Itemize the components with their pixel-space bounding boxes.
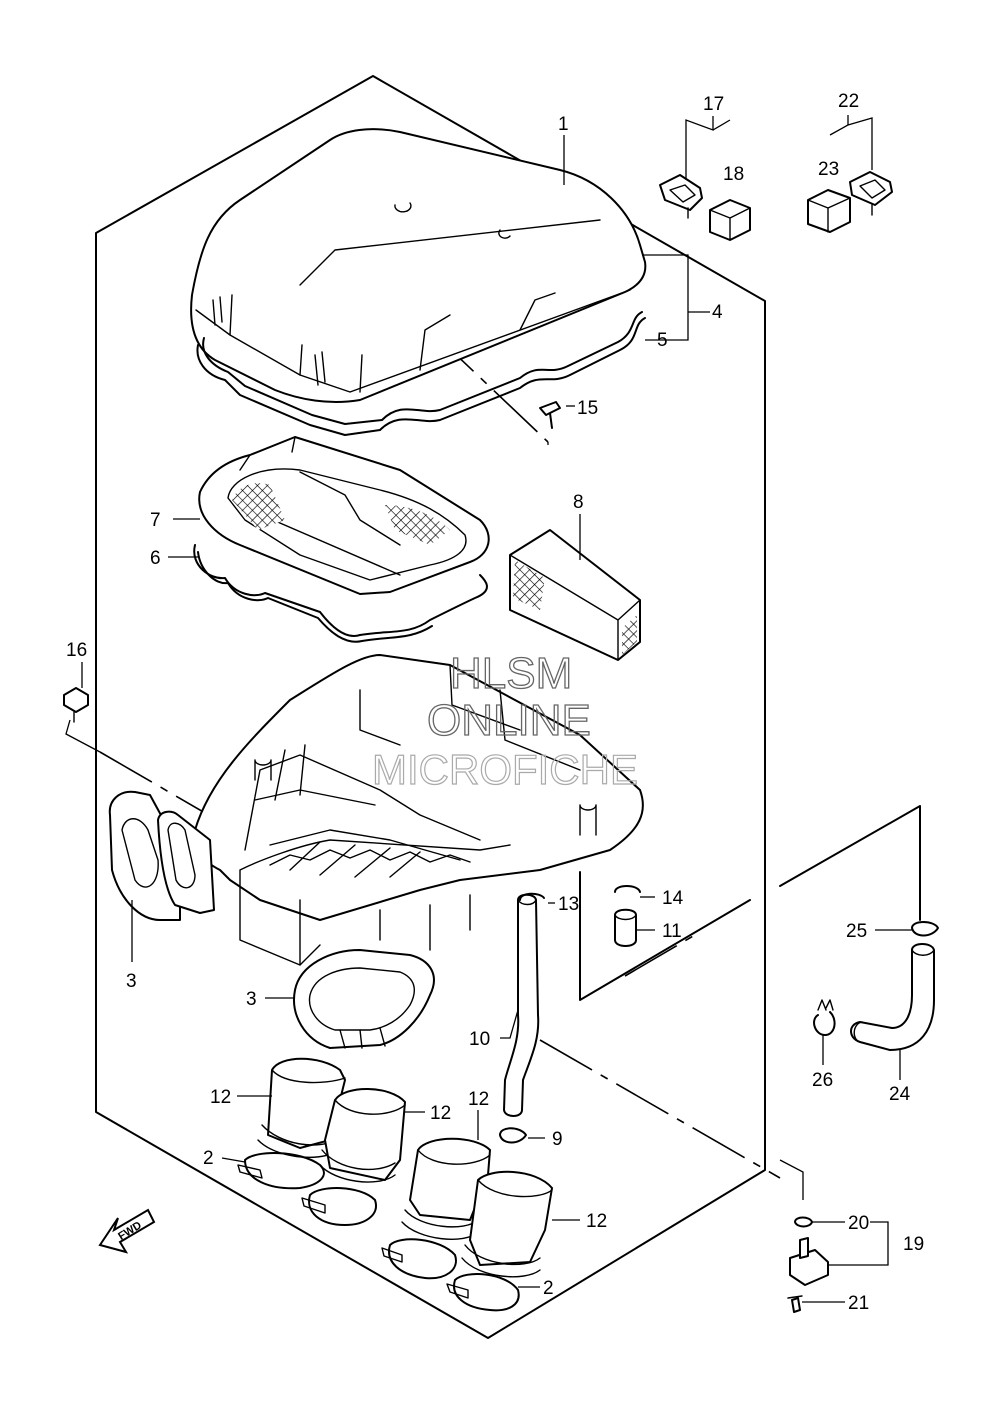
part-26-label: 26 (812, 1070, 833, 1091)
hose-clamps (237, 1152, 520, 1312)
connectors (659, 171, 893, 241)
part-1-label: 1 (558, 114, 569, 135)
part-2b-label: 2 (543, 1278, 554, 1299)
part-10-label: 10 (469, 1029, 490, 1050)
part-9-label: 9 (552, 1129, 563, 1150)
part-12d-label: 12 (586, 1211, 607, 1232)
small-clips (499, 885, 939, 1144)
part-7-label: 7 (150, 510, 161, 531)
air-cleaner-case (193, 654, 644, 966)
part-12a-label: 12 (210, 1087, 231, 1108)
part-4-label: 4 (712, 302, 723, 323)
part-14-label: 14 (662, 888, 684, 909)
part-13-label: 13 (558, 894, 579, 915)
part-6-label: 6 (150, 548, 161, 569)
fwd-arrow-icon: FWD (98, 1208, 156, 1254)
filter-block (509, 529, 641, 661)
part-5-label: 5 (657, 330, 668, 351)
intake-duct-bottom (293, 949, 435, 1049)
part-8-label: 8 (573, 492, 584, 513)
watermark-line-2: ONLINE (427, 696, 591, 745)
watermark: HLSM ONLINE MICROFICHE (371, 648, 638, 793)
part-21-label: 21 (848, 1293, 869, 1314)
drain-hose (503, 893, 540, 1117)
part-19-label: 19 (903, 1234, 924, 1255)
air-cleaner-cap (190, 128, 647, 403)
part-24-label: 24 (889, 1084, 911, 1105)
part-20-label: 20 (848, 1213, 869, 1234)
part-23-label: 23 (818, 159, 839, 180)
part-number-labels: 1 17 18 22 23 4 5 15 8 7 6 16 13 14 11 2… (66, 91, 924, 1314)
part-3b-label: 3 (246, 989, 257, 1010)
part-18-label: 18 (723, 164, 744, 185)
sensor-assembly (787, 1216, 829, 1313)
assembly-frame (95, 75, 766, 1339)
part-12b-label: 12 (430, 1103, 451, 1124)
leader-lines (81, 115, 912, 1303)
watermark-line-1: HLSM (450, 649, 572, 698)
intake-duct-left (108, 790, 215, 921)
watermark-line-3: MICROFICHE (372, 746, 638, 793)
air-filter-element (193, 436, 490, 643)
hose-clip (813, 999, 836, 1036)
part-12c-label: 12 (468, 1089, 489, 1110)
cap-seals (196, 311, 646, 436)
drain-subframe (579, 805, 921, 1001)
drain-plug (614, 908, 637, 947)
part-3a-label: 3 (126, 971, 137, 992)
part-15-label: 15 (577, 398, 598, 419)
part-11-label: 11 (662, 921, 682, 942)
intake-funnels (257, 1057, 553, 1278)
screws (63, 401, 561, 723)
part-16-label: 16 (66, 640, 87, 661)
part-2a-label: 2 (203, 1148, 214, 1169)
part-25-label: 25 (846, 921, 867, 942)
part-17-label: 17 (703, 94, 724, 115)
part-22-label: 22 (838, 91, 859, 112)
breather-hose (850, 943, 935, 1051)
